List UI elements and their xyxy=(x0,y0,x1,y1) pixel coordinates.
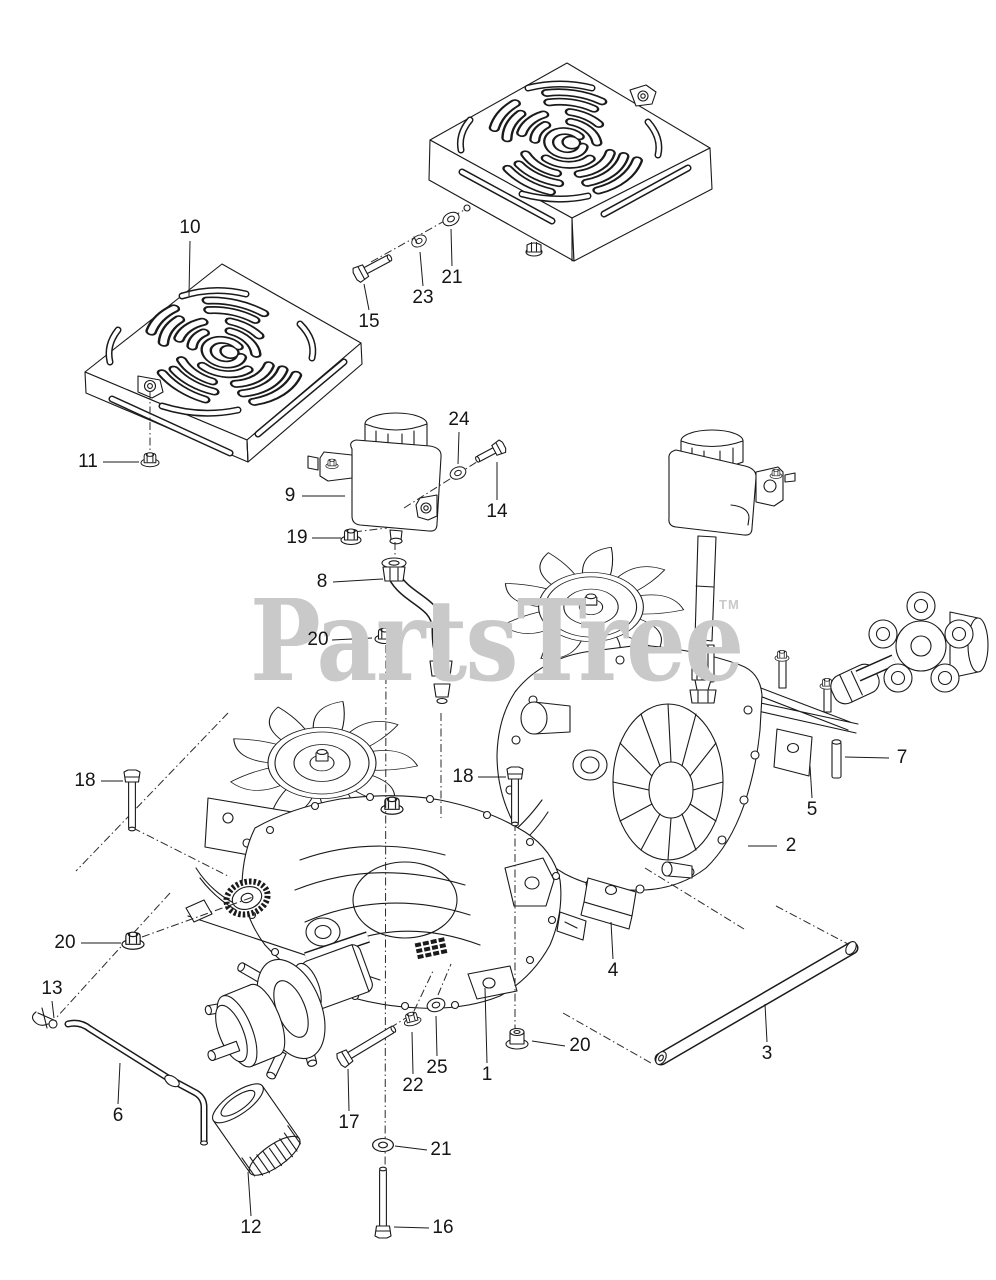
leader-line-1 xyxy=(484,987,488,1064)
leader-line-3 xyxy=(764,1003,768,1043)
part-label-2: 2 xyxy=(785,835,797,856)
part-label-7: 7 xyxy=(896,747,908,768)
leader-line-5 xyxy=(809,765,813,799)
washer-24 xyxy=(447,464,469,482)
part-label-20: 20 xyxy=(54,932,76,953)
leader-line-15 xyxy=(363,283,370,311)
cover-plate-installed xyxy=(428,62,713,262)
axle-hub-right xyxy=(868,591,989,693)
hose-8 xyxy=(381,557,453,705)
part-label-20: 20 xyxy=(307,629,329,650)
part-label-14: 14 xyxy=(486,501,508,522)
part-label-23: 23 xyxy=(412,287,434,308)
part-label-21: 21 xyxy=(441,267,463,288)
part-label-19: 19 xyxy=(286,527,308,548)
part-label-6: 6 xyxy=(112,1105,124,1126)
bolt-16 xyxy=(374,1166,392,1239)
washer-23 xyxy=(409,232,429,250)
nut-20-left xyxy=(121,931,145,950)
part-label-20: 20 xyxy=(569,1035,591,1056)
oil-filter-12 xyxy=(212,1083,301,1177)
leader-line-25 xyxy=(435,1015,438,1057)
bolt-18-right xyxy=(506,766,524,827)
bolt-15 xyxy=(352,254,393,283)
leader-line-13 xyxy=(51,1000,55,1019)
part-label-10: 10 xyxy=(179,217,201,238)
leader-line-20 xyxy=(531,1040,566,1047)
part-label-25: 25 xyxy=(426,1057,448,1078)
part-label-18: 18 xyxy=(452,766,474,787)
leader-line-4 xyxy=(610,921,614,960)
bolt-17 xyxy=(336,1025,397,1069)
washer-21-bottom xyxy=(372,1137,394,1153)
clip-13 xyxy=(31,1007,58,1029)
part-label-18: 18 xyxy=(74,770,96,791)
part-label-15: 15 xyxy=(358,311,380,332)
bracket-4 xyxy=(556,877,637,941)
part-label-12: 12 xyxy=(240,1217,262,1238)
reservoir-tank-right xyxy=(668,429,796,704)
part-label-16: 16 xyxy=(432,1217,454,1238)
leader-line-21 xyxy=(450,228,453,267)
part-label-22: 22 xyxy=(402,1075,424,1096)
part-label-5: 5 xyxy=(806,799,818,820)
plate-bolt xyxy=(525,241,543,257)
axle-assembly-left xyxy=(204,931,373,1080)
bolt-18-left xyxy=(123,769,141,832)
part-label-13: 13 xyxy=(41,978,63,999)
leader-line-7 xyxy=(844,756,890,759)
leader-line-12 xyxy=(247,1171,252,1217)
part-label-24: 24 xyxy=(448,409,470,430)
part-label-9: 9 xyxy=(284,485,296,506)
control-rod-6 xyxy=(64,1019,209,1146)
reservoir-tank-9 xyxy=(307,412,442,545)
assembly-axis-lines xyxy=(55,208,849,1223)
part-label-17: 17 xyxy=(338,1112,360,1133)
leader-line-6 xyxy=(117,1062,121,1105)
leader-line-20 xyxy=(331,637,373,641)
leader-line-23 xyxy=(419,251,424,287)
nut-11 xyxy=(140,452,160,468)
part-label-4: 4 xyxy=(607,960,619,981)
part-label-8: 8 xyxy=(316,571,328,592)
leader-lines xyxy=(51,228,890,1229)
hardware xyxy=(121,209,529,1239)
leader-line-22 xyxy=(411,1031,414,1075)
leader-line-24 xyxy=(457,431,460,465)
leader-line-21 xyxy=(394,1145,428,1151)
transaxle-1 xyxy=(185,698,562,1080)
part-label-1: 1 xyxy=(481,1064,493,1085)
leader-line-10 xyxy=(188,240,191,297)
watermark-tm-mark: TM xyxy=(719,597,740,612)
part-label-3: 3 xyxy=(761,1043,773,1064)
leader-line-8 xyxy=(332,578,384,583)
leader-line-16 xyxy=(393,1226,430,1229)
pin-7 xyxy=(831,739,842,779)
leader-line-17 xyxy=(347,1068,350,1112)
transaxle-2 xyxy=(483,429,989,894)
part-label-21: 21 xyxy=(430,1139,452,1160)
frame-tube-3 xyxy=(654,940,859,1066)
part-label-11: 11 xyxy=(78,451,98,472)
bolt-14 xyxy=(475,439,507,463)
nut-20-right xyxy=(505,1027,529,1050)
watermark: PartsTree xyxy=(250,576,744,707)
washer-21-top xyxy=(440,209,462,229)
cover-plate-10 xyxy=(84,263,363,463)
